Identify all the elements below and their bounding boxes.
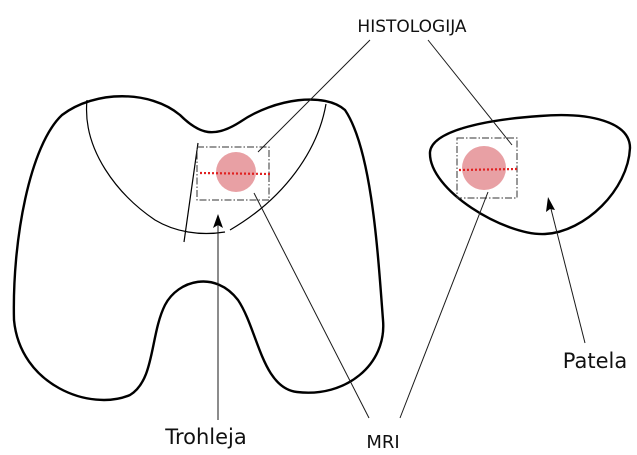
patella-mri-disc xyxy=(462,146,506,190)
patella-label: Patela xyxy=(563,349,627,373)
histology-label: HISTOLOGIJA xyxy=(357,17,467,37)
patella-arrowhead xyxy=(546,197,555,212)
patella-leader xyxy=(550,205,585,343)
patella-cut-line xyxy=(459,169,517,170)
trochlea-vertical-line xyxy=(184,143,198,242)
trochlea-label: Trohleja xyxy=(164,425,247,449)
patella-outline xyxy=(430,115,630,234)
histology-leader-femur xyxy=(258,40,370,152)
mri-leader-femur xyxy=(254,193,369,418)
mri-label: MRI xyxy=(366,432,399,453)
femur-outline xyxy=(14,96,383,400)
histology-leader-patella xyxy=(428,40,512,145)
femur-mri-disc xyxy=(216,152,256,192)
trochlea-articular-line xyxy=(87,100,225,234)
mri-leader-patella xyxy=(400,192,488,418)
